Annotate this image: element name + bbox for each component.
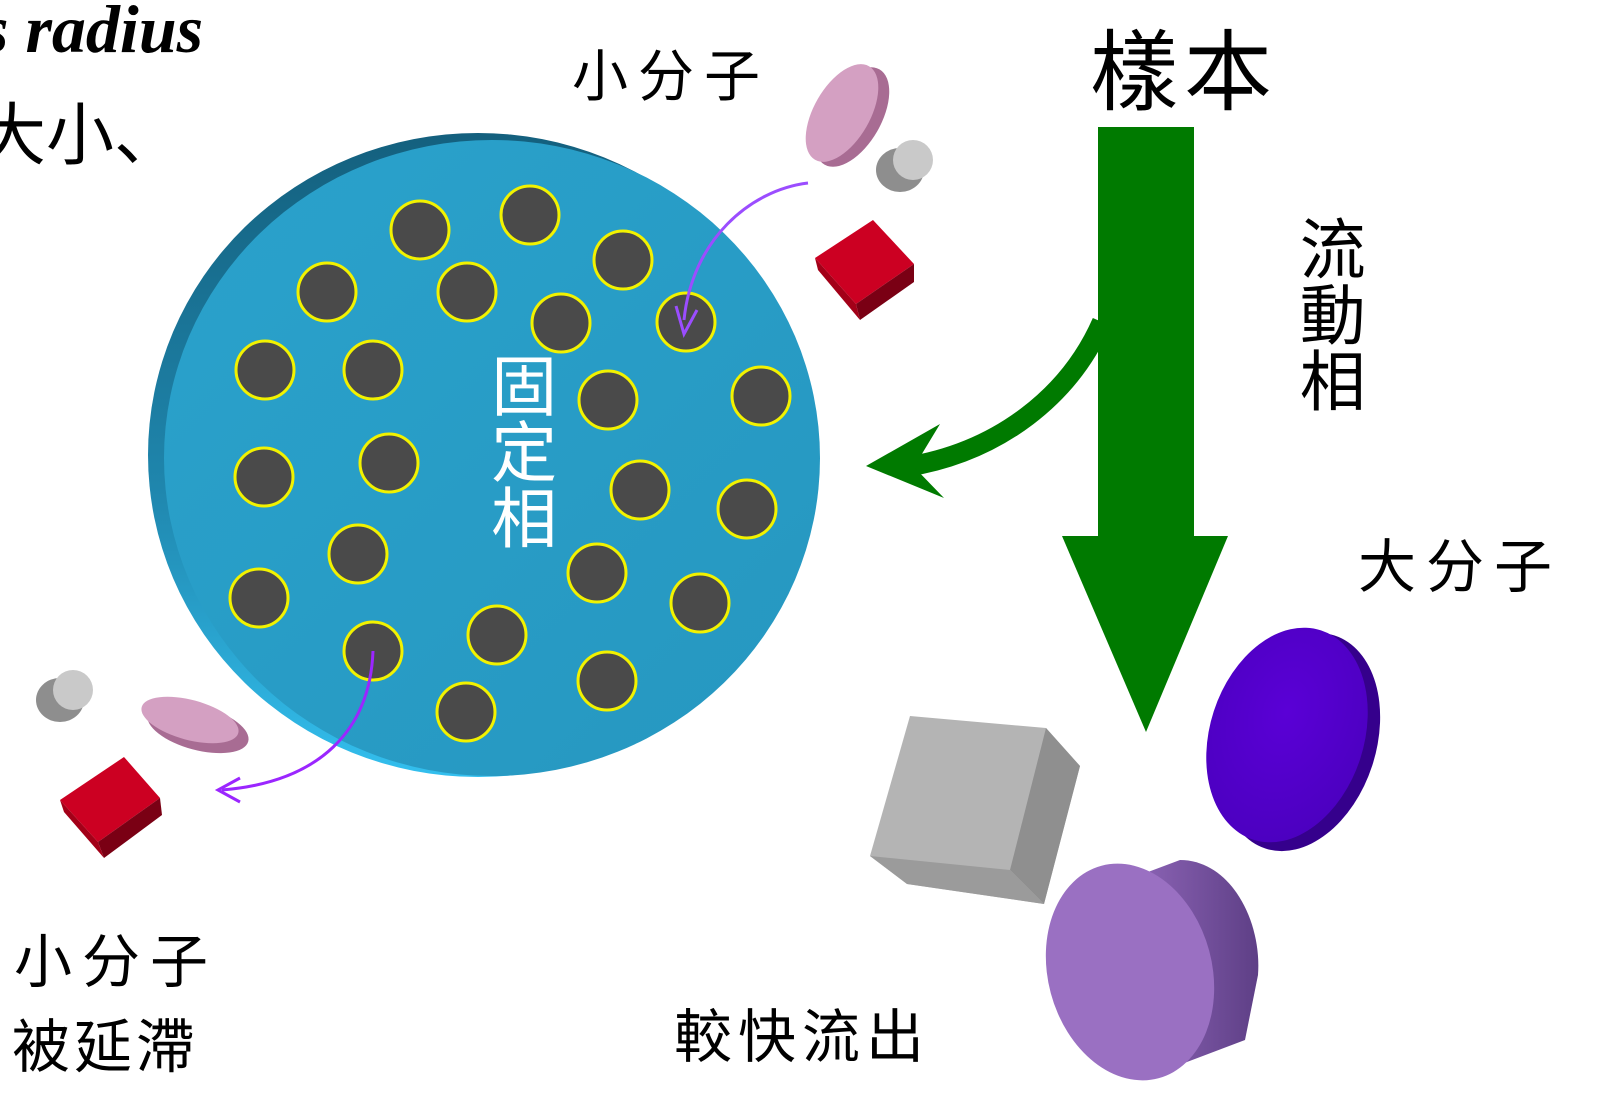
- flow-arrow-shaft: [1098, 127, 1194, 539]
- violet-cylinder: [1045, 860, 1259, 1081]
- branch-arrow-head: [866, 424, 944, 498]
- small-molecules-top: [805, 64, 933, 320]
- pore-icon: [228, 567, 290, 629]
- exit-pore-path: [214, 650, 375, 804]
- small-molecule-label-top: 小分子: [572, 45, 770, 110]
- pore-icon: [669, 572, 731, 634]
- flow-arrow: [866, 127, 1228, 732]
- pore-icon: [499, 184, 561, 246]
- path-arrowhead: [214, 776, 241, 804]
- down-arrow-icon: [1062, 536, 1228, 732]
- pore-icon: [358, 432, 420, 494]
- enter-pore-path: [674, 181, 809, 338]
- gray-cube: [870, 716, 1080, 904]
- pore-icon: [296, 261, 358, 323]
- red-block: [815, 220, 914, 320]
- pore-icon: [436, 261, 498, 323]
- pore-group: [228, 184, 792, 743]
- stationary-phase-label: 固定相: [480, 352, 558, 550]
- pore-icon: [592, 229, 654, 291]
- path-curve: [221, 650, 375, 792]
- blue-disc: [1206, 627, 1381, 852]
- gray-cylinder: [36, 670, 93, 722]
- pink-disc: [141, 696, 249, 754]
- small-molecule-label-bottom: 小分子: [14, 928, 219, 996]
- pore-icon: [655, 291, 717, 353]
- small-molecules-bottom: [36, 670, 249, 858]
- pore-icon: [530, 292, 592, 354]
- pore-icon: [342, 339, 404, 401]
- pore-icon: [389, 199, 451, 261]
- large-molecule-label: 大分子: [1358, 533, 1563, 601]
- pore-icon: [566, 542, 628, 604]
- red-block: [60, 757, 162, 858]
- pore-icon: [609, 459, 671, 521]
- path-arrowhead: [674, 305, 699, 338]
- retarded-label: 被延滯: [12, 1013, 199, 1081]
- gray-cylinder: [876, 140, 933, 192]
- large-molecules: [870, 627, 1381, 1081]
- sample-label: 樣本: [1090, 21, 1279, 124]
- radius-label: s radius: [0, 0, 204, 67]
- pink-disc: [805, 64, 890, 167]
- pore-icon: [327, 523, 389, 585]
- pore-icon: [233, 446, 295, 508]
- mobile-phase-label: 流動相: [1288, 215, 1366, 413]
- size-label: 大小、: [0, 97, 183, 176]
- pore-icon: [576, 650, 638, 712]
- pore-icon: [577, 369, 639, 431]
- pore-icon: [435, 681, 497, 743]
- path-curve: [682, 181, 809, 321]
- pore-icon: [730, 365, 792, 427]
- branch-arrow-curve: [904, 317, 1112, 477]
- pore-icon: [234, 339, 296, 401]
- elute-faster-label: 較快流出: [674, 1003, 931, 1071]
- pore-icon: [466, 604, 528, 666]
- pore-icon: [716, 478, 778, 540]
